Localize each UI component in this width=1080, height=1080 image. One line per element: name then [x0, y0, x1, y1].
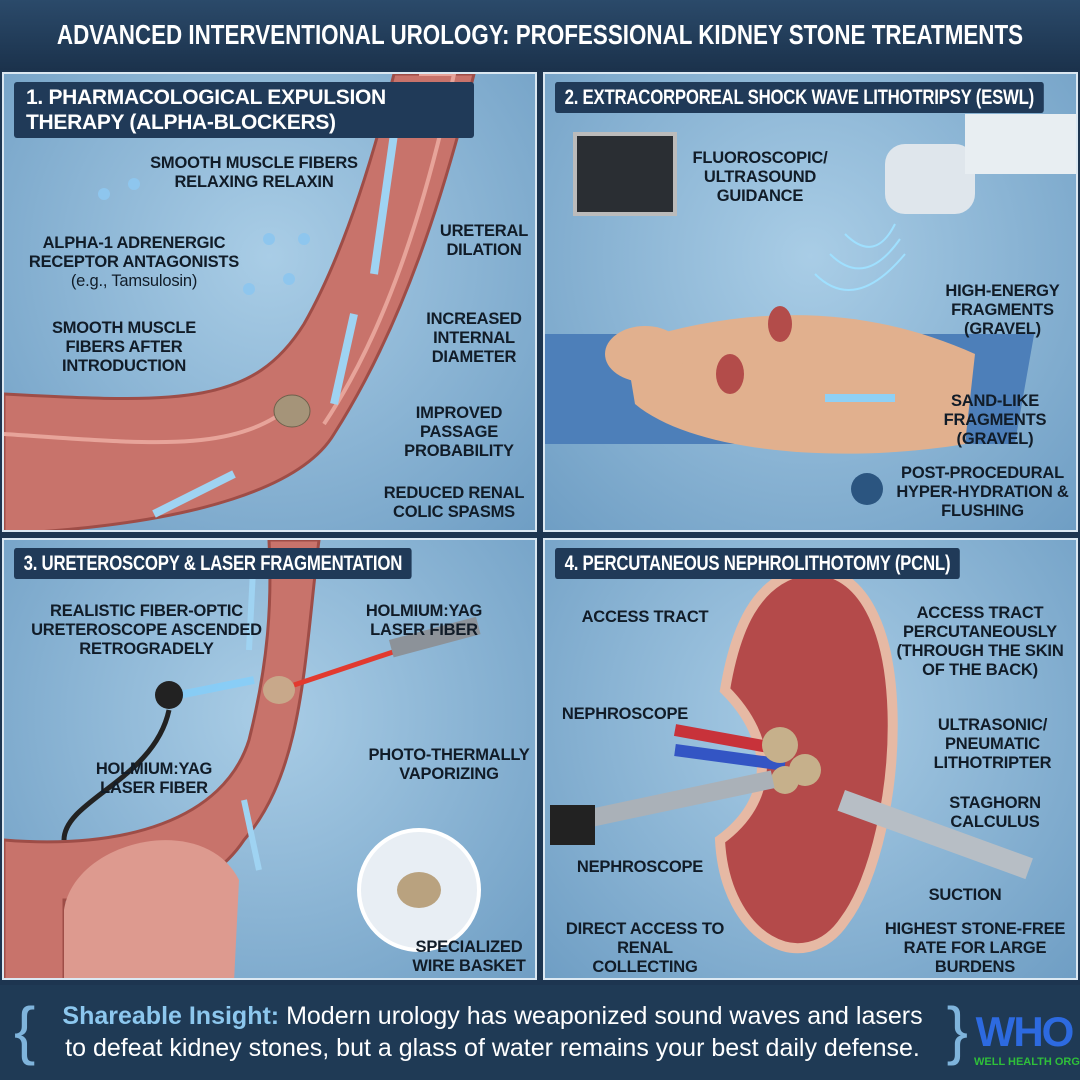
insight-highlight: Shareable Insight:: [62, 1002, 280, 1030]
title-bar: ADVANCED INTERVENTIONAL UROLOGY: PROFESS…: [0, 0, 1080, 70]
pcnl-illustration: [550, 564, 1033, 954]
label-wire-basket: SPECIALIZED WIRE BASKET: [412, 938, 526, 975]
panel-heading: 4. PERCUTANEOUS NEPHROLITHOTOMY (PCNL): [555, 548, 960, 579]
logo-subtext: WELL HEALTH ORG: [974, 1056, 1080, 1068]
label-sand-like-fragments: SAND-LIKE FRAGMENTS (GRAVEL): [943, 392, 1047, 448]
well-health-logo: WHO WELL HEALTH ORG: [974, 1008, 1080, 1078]
label-staghorn-calculus: STAGHORN CALCULUS: [949, 794, 1041, 831]
label-access-tract-percutaneously: ACCESS TRACT PERCUTANEOUSLY (THROUGH THE…: [896, 604, 1064, 679]
footer-insight: Shareable Insight: Modern urology has we…: [0, 985, 1080, 1080]
eswl-illustration: [545, 114, 1076, 505]
ureter-illustration: [4, 74, 476, 530]
label-access-tract: ACCESS TRACT: [581, 608, 709, 626]
label-tamsulosin: (e.g., Tamsulosin): [70, 272, 198, 290]
panel-heading: 3. URETEROSCOPY & LASER FRAGMENTATION: [14, 548, 412, 579]
label-increased-diameter: INCREASED INTERNAL DIAMETER: [426, 310, 522, 366]
label-fiber-optic-ureteroscope: REALISTIC FIBER-OPTIC URETEROSCOPE ASCEN…: [31, 602, 262, 658]
panel-pcnl: 4. PERCUTANEOUS NEPHROLITHOTOMY (PCNL) A…: [543, 538, 1078, 980]
label-direct-access: DIRECT ACCESS TO RENAL COLLECTING SYSTEM: [565, 920, 725, 978]
label-alpha-1-antagonists: ALPHA-1 ADRENERGIC RECEPTOR ANTAGONISTS(…: [24, 234, 244, 291]
logo-text: WHO: [975, 1008, 1075, 1055]
label-photo-thermally: PHOTO-THERMALLY VAPORIZING: [368, 746, 530, 783]
label-nephroscope-bottom: NEPHROSCOPE: [576, 858, 704, 876]
label-holmium-laser-top: HOLMIUM:YAG LASER FIBER: [365, 602, 483, 639]
panel-eswl: 2. EXTRACORPOREAL SHOCK WAVE LITHOTRIPSY…: [543, 72, 1078, 532]
panel-pharmacological: 1. PHARMACOLOGICAL EXPULSION THERAPY (AL…: [2, 72, 537, 532]
panel-heading: 1. PHARMACOLOGICAL EXPULSION THERAPY (AL…: [14, 82, 474, 138]
label-reduced-colic: REDUCED RENAL COLIC SPASMS: [383, 484, 525, 521]
label-smooth-muscle-after: SMOOTH MUSCLE FIBERS AFTER INTRODUCTION: [51, 319, 197, 375]
label-high-energy-fragments: HIGH-ENERGY FRAGMENTS (GRAVEL): [945, 282, 1060, 338]
page-title: ADVANCED INTERVENTIONAL UROLOGY: PROFESS…: [56, 19, 1024, 50]
label-ureteral-dilation: URETERAL DILATION: [439, 222, 529, 259]
label-nephroscope-top: NEPHROSCOPE: [561, 705, 689, 723]
panel-heading: 2. EXTRACORPOREAL SHOCK WAVE LITHOTRIPSY…: [555, 82, 1044, 113]
insight-text: Modern urology has weaponized sound wave…: [65, 1002, 923, 1062]
label-suction: SUCTION: [928, 886, 1002, 904]
label-alpha-1-text: ALPHA-1 ADRENERGIC RECEPTOR ANTAGONISTS: [28, 234, 240, 271]
label-ultrasonic-lithotripter: ULTRASONIC/ PNEUMATIC LITHOTRIPTER: [933, 716, 1052, 772]
label-hyper-hydration: POST-PROCEDURAL HYPER-HYDRATION & FLUSHI…: [896, 464, 1069, 520]
panel-ureteroscopy: 3. URETEROSCOPY & LASER FRAGMENTATION RE…: [2, 538, 537, 980]
label-improved-passage: IMPROVED PASSAGE PROBABILITY: [404, 404, 514, 460]
label-smooth-muscle-relaxing: SMOOTH MUSCLE FIBERS RELAXING RELAXIN: [150, 154, 358, 191]
label-fluoroscopic-guidance: FLUOROSCOPIC/ ULTRASOUND GUIDANCE: [692, 149, 828, 205]
left-brace: {: [14, 994, 36, 1066]
ureteroscopy-illustration: [4, 540, 481, 978]
label-highest-stone-free: HIGHEST STONE-FREE RATE FOR LARGE BURDEN…: [884, 920, 1066, 976]
label-holmium-laser-bottom: HOLMIUM:YAG LASER FIBER: [95, 760, 213, 797]
right-brace: }: [946, 994, 968, 1066]
